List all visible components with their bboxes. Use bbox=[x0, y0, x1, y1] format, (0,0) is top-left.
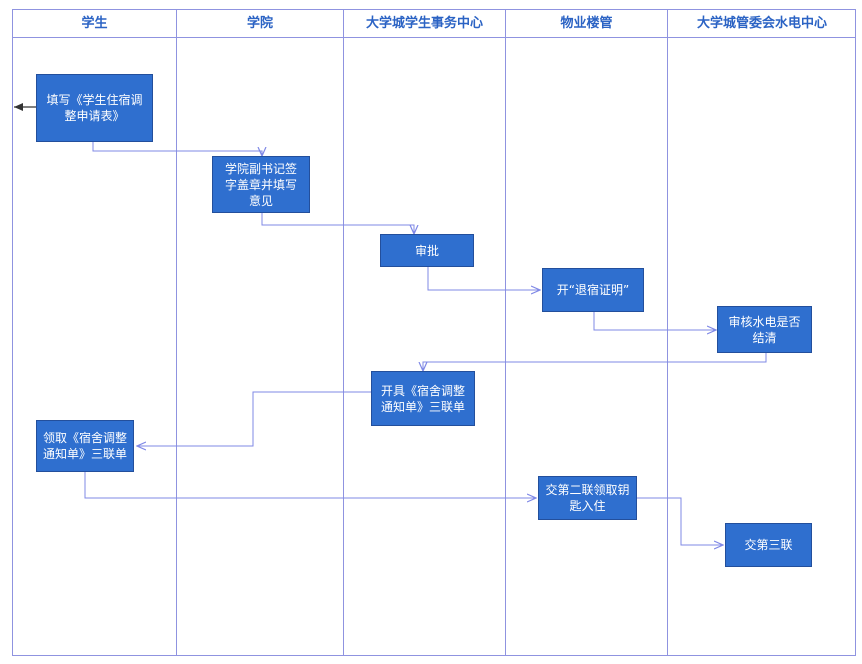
step-approve: 审批 bbox=[380, 234, 474, 267]
step-submit-third-copy: 交第三联 bbox=[725, 523, 812, 567]
step-check-utilities: 审核水电是否 结清 bbox=[717, 306, 812, 353]
connector-s3-s4 bbox=[427, 267, 540, 290]
step-college-approval: 学院副书记签 字盖章并填写 意见 bbox=[212, 156, 310, 213]
lane-header-student: 学生 bbox=[81, 16, 108, 31]
swimlane-diagram: 学生 学院 大学城学生事务中心 物业楼管 大学城管委会水电中心 bbox=[12, 9, 856, 656]
lane-header-student-affairs: 大学城学生事务中心 bbox=[365, 16, 483, 31]
connector-s2-s3 bbox=[261, 213, 414, 234]
lane-divider bbox=[343, 10, 344, 655]
header-divider bbox=[13, 37, 855, 38]
step-fill-application: 填写《学生住宿调 整申请表》 bbox=[36, 74, 153, 142]
lane-header-property: 物业楼管 bbox=[560, 16, 613, 31]
connector-s8-s9 bbox=[637, 497, 723, 545]
step-collect-notice: 领取《宿舍调整 通知单》三联单 bbox=[36, 420, 134, 472]
connector-s5-s6 bbox=[423, 353, 767, 371]
step-get-key: 交第二联领取钥 匙入住 bbox=[538, 476, 637, 520]
lane-header-utility-center: 大学城管委会水电中心 bbox=[696, 16, 827, 31]
connector-s7-s8 bbox=[84, 472, 536, 498]
lane-divider bbox=[505, 10, 506, 655]
connector-s1-s2 bbox=[92, 142, 262, 156]
step-checkout-certificate: 开“退宿证明” bbox=[542, 268, 644, 312]
lane-header-college: 学院 bbox=[246, 16, 273, 31]
step-issue-notice: 开具《宿舍调整 通知单》三联单 bbox=[371, 371, 475, 426]
connector-s6-s7 bbox=[137, 391, 371, 446]
lane-divider bbox=[176, 10, 177, 655]
connector-s4-s5 bbox=[593, 312, 716, 330]
lane-divider bbox=[667, 10, 668, 655]
